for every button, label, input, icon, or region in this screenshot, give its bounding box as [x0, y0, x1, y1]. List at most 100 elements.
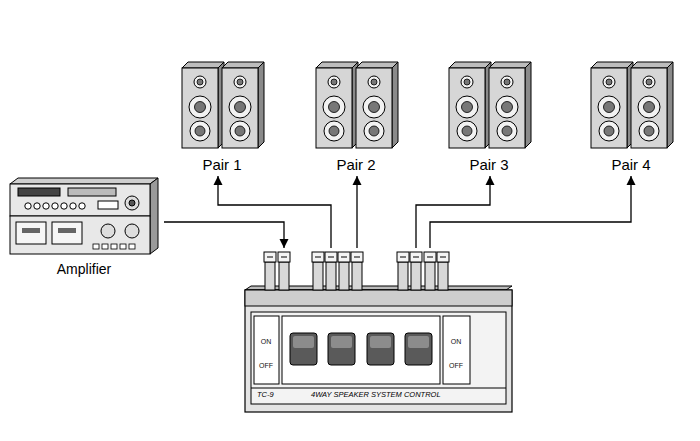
- speaker-driver: [643, 76, 655, 88]
- driver-cone: [502, 126, 512, 136]
- node-label: Pair 3: [469, 157, 508, 174]
- terminal-cap: [351, 252, 363, 262]
- speaker-driver: [457, 121, 477, 141]
- cabinet-top: [356, 62, 398, 68]
- switch-state-label: ON: [451, 338, 462, 345]
- speaker-wire: [356, 176, 357, 248]
- driver-cone: [502, 102, 513, 113]
- amp-button: [70, 203, 76, 209]
- terminal-screw: [413, 257, 419, 258]
- terminal-screw: [354, 257, 360, 258]
- rocker-highlight: [370, 336, 391, 348]
- rocker-switch: [290, 333, 317, 365]
- amp-upper-unit: [10, 184, 150, 216]
- terminal-cap: [278, 252, 290, 262]
- cabinet-front: [631, 68, 667, 148]
- amp-button: [111, 244, 117, 249]
- switch-state-label: OFF: [259, 362, 273, 369]
- driver-cone: [464, 79, 470, 85]
- driver-cone: [462, 126, 472, 136]
- switch-label-cell: [254, 316, 279, 384]
- amplifier: Amplifier: [4, 172, 164, 280]
- cabinet-side: [258, 62, 264, 148]
- driver-cone: [462, 102, 473, 113]
- amp-panel-slot: [58, 228, 76, 233]
- terminal-screw: [440, 257, 446, 258]
- rocker-highlight: [408, 336, 429, 348]
- node-label: Pair 1: [202, 157, 241, 174]
- node-label: Amplifier: [57, 262, 111, 277]
- terminal-screw: [341, 257, 347, 258]
- speaker-driver: [501, 76, 513, 88]
- speaker-driver: [234, 76, 246, 88]
- terminal-screw: [281, 257, 287, 258]
- amp-knob: [125, 196, 139, 210]
- terminal-body: [326, 262, 336, 290]
- terminal-body: [425, 262, 435, 290]
- speaker-pair: Pair 1: [178, 56, 266, 176]
- terminal-cap: [264, 252, 276, 262]
- amp-panel-slot: [22, 228, 40, 233]
- terminal-cap: [397, 252, 409, 262]
- terminal-cap: [410, 252, 422, 262]
- driver-cone: [604, 102, 615, 113]
- control-panel: [251, 312, 506, 404]
- speaker-driver: [639, 121, 659, 141]
- switch-state-label: ON: [261, 338, 272, 345]
- amp-button: [129, 244, 135, 249]
- cabinet-front: [356, 68, 392, 148]
- terminal-screw: [400, 257, 406, 258]
- speaker-driver: [323, 96, 345, 118]
- speaker-wire: [218, 176, 331, 248]
- speaker-driver: [638, 96, 660, 118]
- driver-cone: [331, 79, 337, 85]
- cabinet-side: [392, 62, 398, 148]
- switch-panel: [282, 316, 440, 384]
- amp-panel: [52, 222, 82, 244]
- speaker-pair: Pair 4: [587, 56, 675, 176]
- cabinet-top: [222, 62, 264, 68]
- amp-button: [120, 244, 126, 249]
- amp-button: [25, 203, 31, 209]
- driver-cone: [195, 102, 206, 113]
- cabinet-top: [631, 62, 673, 68]
- amp-knob: [129, 200, 135, 206]
- driver-cone: [329, 126, 339, 136]
- speaker-control-box: TC-94WAY SPEAKER SYSTEM CONTROL: [243, 248, 514, 414]
- speaker-driver: [364, 121, 384, 141]
- driver-cone: [369, 126, 379, 136]
- driver-cone: [329, 102, 340, 113]
- speaker-wire: [430, 176, 631, 248]
- amp-top-face: [10, 178, 158, 184]
- amp-button: [93, 244, 99, 249]
- amp-button: [79, 203, 85, 209]
- amp-knob: [101, 224, 115, 238]
- driver-cone: [606, 79, 612, 85]
- amp-small-panel: [98, 201, 118, 209]
- terminal-cap: [424, 252, 436, 262]
- node-label: Pair 2: [336, 157, 375, 174]
- speaker-driver: [368, 76, 380, 88]
- cabinet-top: [316, 62, 358, 68]
- driver-cone: [504, 79, 510, 85]
- amp-tape-slot: [68, 188, 116, 196]
- driver-cone: [369, 102, 380, 113]
- amp-button: [61, 203, 67, 209]
- driver-cone: [646, 79, 652, 85]
- terminal-body: [339, 262, 349, 290]
- speaker-driver: [461, 76, 473, 88]
- control-top-band: [245, 290, 512, 306]
- panel-divider: [251, 388, 506, 389]
- speaker-driver: [497, 121, 517, 141]
- amp-display: [18, 188, 60, 196]
- speaker-driver: [363, 96, 385, 118]
- speaker-driver: [603, 76, 615, 88]
- speaker-driver: [496, 96, 518, 118]
- amp-button: [43, 203, 49, 209]
- cabinet-front: [182, 68, 218, 148]
- speaker-driver: [190, 121, 210, 141]
- speaker-wire: [164, 222, 284, 248]
